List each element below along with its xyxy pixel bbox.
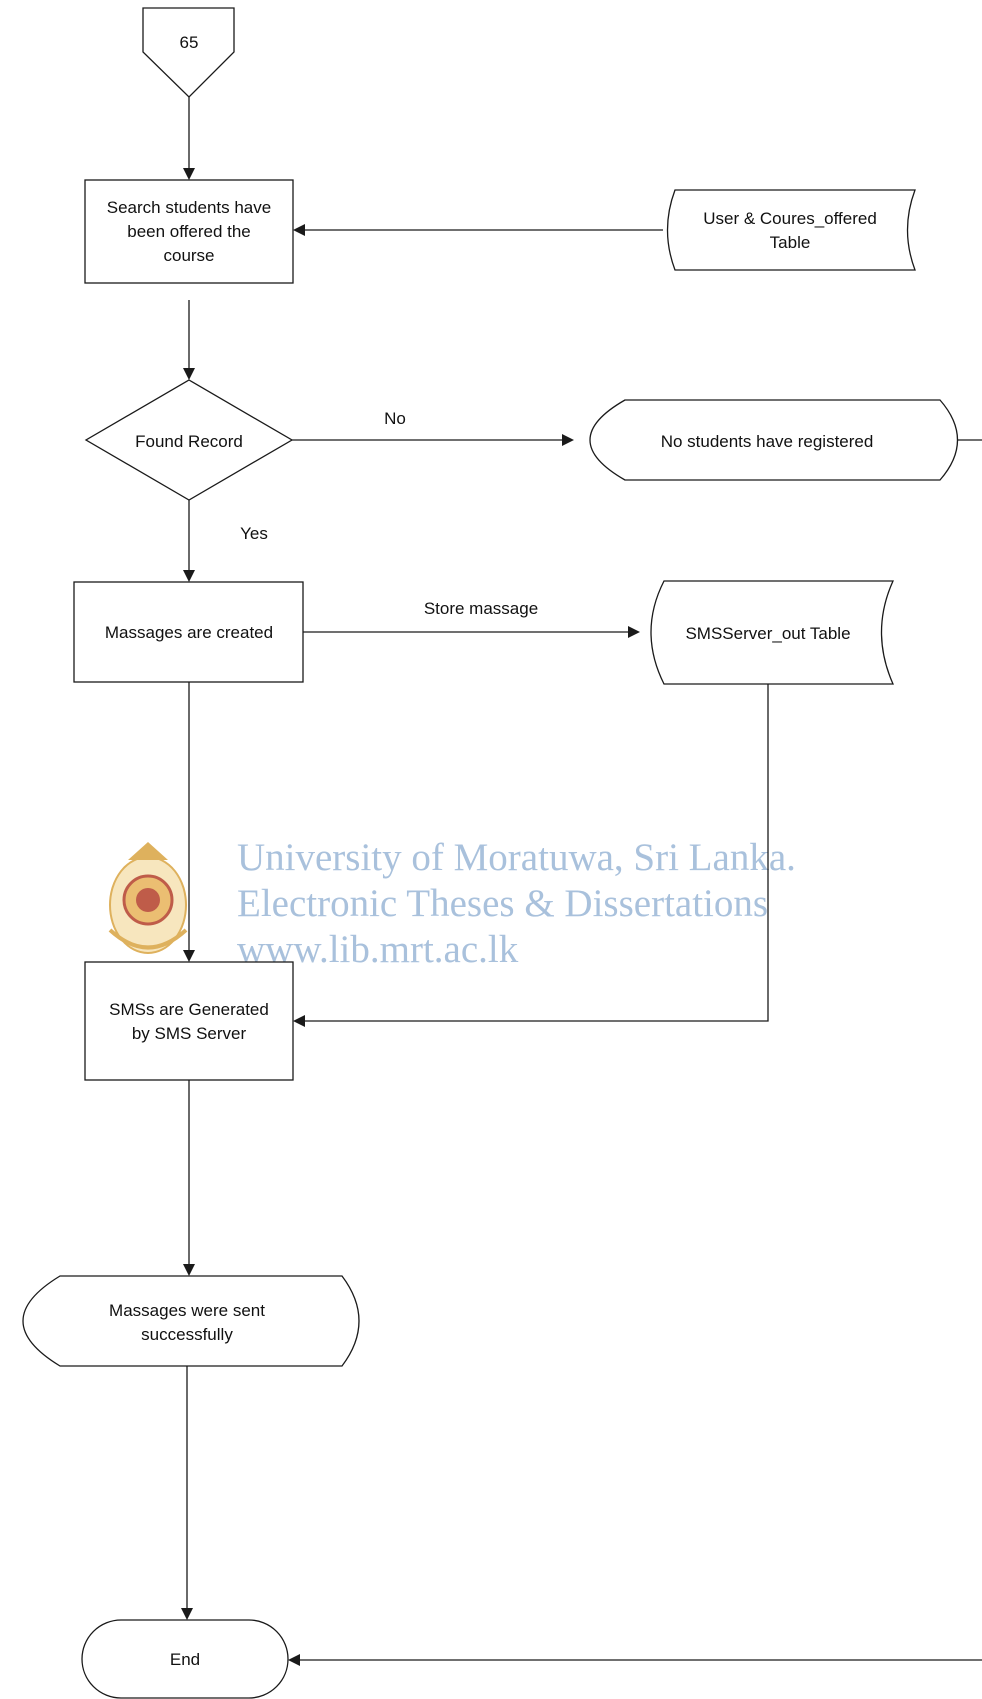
display-no-students (589, 399, 959, 481)
terminator-end (81, 1619, 289, 1699)
sms-table-label: SMSServer_out Table (685, 624, 850, 643)
arrowhead (181, 1608, 193, 1620)
off-page-connector (142, 7, 235, 98)
edge-yes-label: Yes (240, 524, 268, 543)
arrowhead (183, 168, 195, 180)
sms-generated-line-1: SMSs are Generated (109, 1000, 269, 1019)
arrowhead (628, 626, 640, 638)
search-line-1: Search students have (107, 198, 271, 217)
edge-no-label: No (384, 409, 406, 428)
edge-table-sms-generated (305, 684, 769, 1022)
watermark: University of Moratuwa, Sri Lanka. Elect… (108, 836, 796, 971)
arrowhead (183, 368, 195, 380)
sent-line-2: successfully (141, 1325, 233, 1344)
end-label: End (170, 1650, 200, 1669)
university-crest-icon (108, 842, 188, 954)
display-messages-sent (22, 1275, 360, 1367)
sms-generated-line-2: by SMS Server (132, 1024, 247, 1043)
arrowhead (293, 224, 305, 236)
search-line-3: course (163, 246, 214, 265)
search-line-2: been offered the (127, 222, 251, 241)
messages-created-label: Massages are created (105, 623, 273, 642)
arrowhead (293, 1015, 305, 1027)
user-table-line-2: Table (770, 233, 811, 252)
arrowhead (183, 950, 195, 962)
datastore-user-courses (666, 189, 916, 271)
arrowhead (183, 1264, 195, 1276)
connector-label: 65 (180, 33, 199, 52)
datastore-sms-server-out (650, 580, 895, 685)
sent-line-1: Massages were sent (109, 1301, 265, 1320)
user-table-line-1: User & Coures_offered (703, 209, 877, 228)
watermark-line-1: University of Moratuwa, Sri Lanka. (237, 836, 796, 879)
decision-label: Found Record (135, 432, 243, 451)
process-sms-generated (84, 961, 294, 1081)
arrowhead (562, 434, 574, 446)
watermark-line-2: Electronic Theses & Dissertations (237, 882, 768, 925)
edge-store-label: Store massage (424, 599, 538, 618)
arrowhead (183, 570, 195, 582)
arrowhead (288, 1654, 300, 1666)
no-students-label: No students have registered (661, 432, 874, 451)
process-search-students (84, 179, 294, 284)
